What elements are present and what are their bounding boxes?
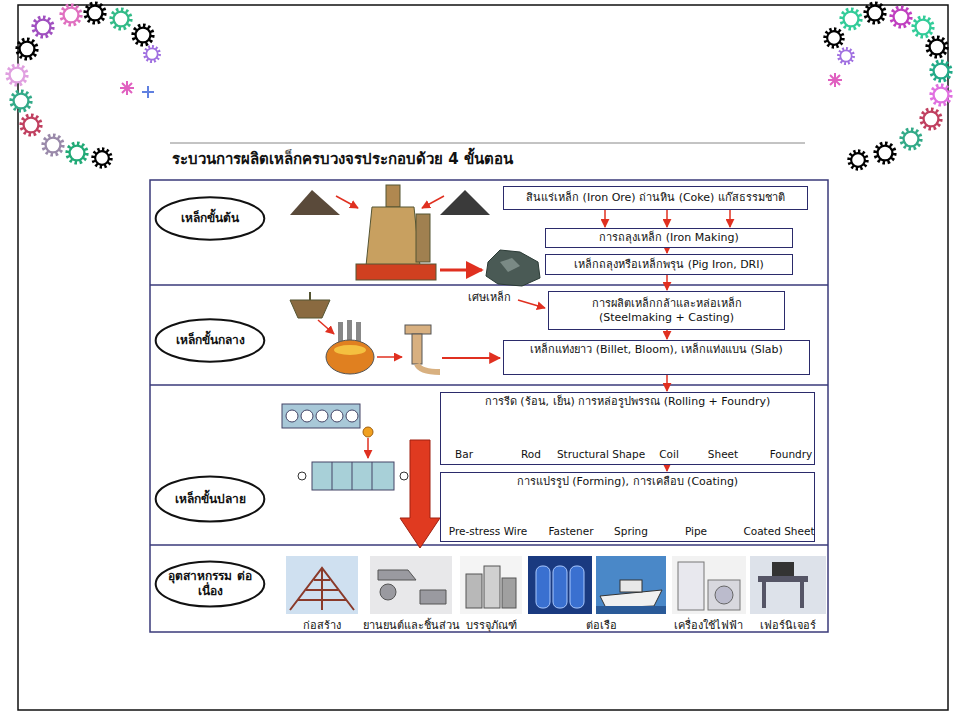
process-box: การถลุงเหล็ก (Iron Making) xyxy=(545,228,793,248)
product-label: Coated Sheet xyxy=(743,525,814,538)
box-text: เหล็กขั้นกลาง xyxy=(176,333,245,348)
flow-arrow xyxy=(667,465,668,471)
ellipse-shape xyxy=(156,319,265,361)
product-label: Fastener xyxy=(549,525,594,538)
gear-chain-left xyxy=(8,4,159,167)
flow-arrow xyxy=(667,248,668,253)
arrow-line xyxy=(729,210,731,227)
industry-caption: บรรจุภัณฑ์ xyxy=(466,619,517,632)
product-label: Sheet xyxy=(708,448,738,461)
flow-arrow xyxy=(667,375,668,391)
rolling-mill-picture xyxy=(282,404,440,548)
arrow-line xyxy=(666,465,668,471)
stage-ellipse: เหล็กขั้นต้น xyxy=(154,196,266,241)
box-text: สินแร่เหล็ก (Iron Ore) ถ่านหิน (Coke) แก… xyxy=(526,191,785,205)
band-frame xyxy=(150,180,828,632)
arrow-line xyxy=(666,210,668,227)
ellipse-shape xyxy=(156,561,265,606)
arrow-line xyxy=(666,248,668,253)
box-text: การถลุงเหล็ก (Iron Making) xyxy=(599,231,738,245)
flow-arrow xyxy=(667,275,668,290)
product-label: Spring xyxy=(614,525,648,538)
arrow-line xyxy=(666,330,668,339)
product-label: Pre-stress Wire xyxy=(449,525,528,538)
process-box: การแปรรูป (Forming), การเคลือบ (Coating)… xyxy=(440,472,815,542)
industry-pictures xyxy=(286,556,826,614)
process-box: เหล็กแท่งยาว (Billet, Bloom), เหล็กแท่งแ… xyxy=(503,340,810,375)
gear-chain-right xyxy=(825,4,950,169)
product-label: Structural Shape xyxy=(557,448,645,461)
box-text: อุตสาหกรรม ต่อเนื่อง xyxy=(168,569,252,599)
process-box: การผลิตเหล็กกล้าและหล่อเหล็ก (Steelmakin… xyxy=(548,291,785,330)
product-label: Foundry xyxy=(770,448,813,461)
title-rule xyxy=(170,143,805,144)
ellipse-shape xyxy=(156,476,265,521)
industry-caption: ยานยนต์และชิ้นส่วน xyxy=(363,619,460,632)
box-text: เหล็กแท่งยาว (Billet, Bloom), เหล็กแท่งแ… xyxy=(530,343,782,357)
stage-ellipse: เหล็กขั้นปลาย xyxy=(154,475,266,523)
stage-ellipse: เหล็กขั้นกลาง xyxy=(154,318,266,363)
product-label: Rod xyxy=(521,448,541,461)
ellipse-shape xyxy=(156,197,265,239)
industry-caption: เฟอร์นิเจอร์ xyxy=(760,619,816,632)
box-heading: การแปรรูป (Forming), การเคลือบ (Coating) xyxy=(441,473,814,491)
box-text: การผลิตเหล็กกล้าและหล่อเหล็ก (Steelmakin… xyxy=(554,297,779,325)
industry-caption: ต่อเรือ xyxy=(586,619,617,632)
stage-ellipse: อุตสาหกรรม ต่อเนื่อง xyxy=(154,560,266,608)
flow-arrow xyxy=(667,330,668,339)
arrow-line xyxy=(666,375,668,391)
industry-caption: เครื่องใช้ไฟฟ้า xyxy=(674,619,743,632)
box-text: เหล็กถลุงหรือเหล็กพรุน (Pig Iron, DRI) xyxy=(574,258,764,272)
industry-caption: ก่อสร้าง xyxy=(303,619,341,632)
process-box: สินแร่เหล็ก (Iron Ore) ถ่านหิน (Coke) แก… xyxy=(503,186,808,210)
slide-frame xyxy=(18,5,948,710)
process-box: การรีด (ร้อน, เย็น) การหล่อรูปพรรณ (Roll… xyxy=(440,392,815,465)
product-label: Bar xyxy=(455,448,473,461)
product-label: Coil xyxy=(659,448,679,461)
product-label: Pipe xyxy=(685,525,707,538)
arrow-line xyxy=(604,210,606,227)
box-heading: การรีด (ร้อน, เย็น) การหล่อรูปพรรณ (Roll… xyxy=(441,393,814,411)
arrow-line xyxy=(666,275,668,290)
input-label: เศษเหล็ก xyxy=(468,291,511,304)
process-box: เหล็กถลุงหรือเหล็กพรุน (Pig Iron, DRI) xyxy=(545,254,793,275)
flow-arrow xyxy=(605,210,730,227)
box-text: เหล็กขั้นต้น xyxy=(181,211,239,226)
diagram-title: ระบวนการผลิตเหล็กครบวงจรประกอบด้วย 4 ขั้… xyxy=(172,147,513,171)
box-text: เหล็กขั้นปลาย xyxy=(175,492,246,507)
